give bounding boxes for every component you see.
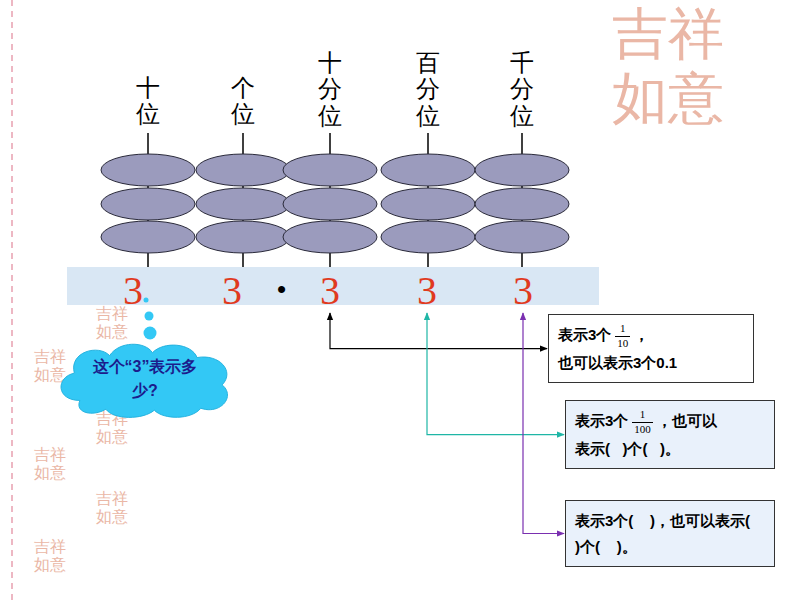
place-name: 十位: [136, 75, 160, 128]
digit-text: 3: [320, 268, 340, 313]
numerator: 1: [615, 322, 630, 336]
place-name: 个位: [231, 75, 255, 128]
text-holder: 3: [503, 271, 543, 311]
rods: [148, 133, 522, 267]
denominator: 10: [615, 337, 630, 350]
watermark: 吉祥如意: [34, 446, 70, 481]
abacus-bead: [475, 188, 569, 220]
place-digit: 3: [503, 271, 543, 311]
question-cloud: 这个“3”表示多少?: [52, 340, 238, 418]
bubble-dot: [144, 298, 149, 303]
place-digit: 3: [310, 271, 350, 311]
explanation-box: 表示3个 110 ， 也可以表示3个0.1: [548, 314, 754, 383]
bubble-dot: [145, 312, 154, 321]
place-digit: 3: [113, 271, 153, 311]
node-text: 表示( )个( )。: [575, 440, 680, 457]
beads: [101, 154, 569, 253]
question-box: 表示3个1100，也可以表示( )个( )。: [565, 400, 775, 469]
digit-text: 3: [417, 268, 437, 313]
abacus-bead: [196, 188, 290, 220]
node-text: 表示3个: [575, 412, 628, 429]
question-box: 表示3个( )，也可以表示( )个( )。: [565, 500, 775, 567]
place-name: 十分位: [318, 50, 342, 129]
place-name: 百分位: [416, 50, 440, 129]
text-holder: 3: [113, 271, 153, 311]
arrow-connector: [330, 313, 547, 349]
fraction: 1100: [632, 408, 653, 435]
digit-text: 3: [123, 268, 143, 313]
abacus-bead: [381, 188, 475, 220]
text-holder: 3: [212, 271, 252, 311]
thought-bubble-dots: [144, 298, 157, 340]
text-holder: 表示3个1100，也可以表示( )个( )。: [575, 408, 765, 461]
node-text: ，也可以: [657, 412, 717, 429]
node-text: 这个“3”表示多少?: [93, 358, 198, 399]
abacus-bead: [101, 221, 195, 253]
abacus-bead: [475, 154, 569, 186]
abacus-bead: [196, 154, 290, 186]
text-holder: 表示3个 110 ， 也可以表示3个0.1: [558, 322, 744, 375]
fraction: 110: [615, 322, 630, 349]
node-text: ，: [634, 326, 649, 343]
bubble-dot: [144, 327, 157, 340]
node-text: 表示3个( )，也可以表示( )个( )。: [575, 512, 767, 555]
digit-text: 3: [513, 268, 533, 313]
watermark: 吉祥如意: [96, 490, 132, 525]
cloud-outline: [61, 344, 227, 417]
text-holder: 表示3个( )，也可以表示( )个( )。: [575, 508, 765, 559]
place-digit: 3: [212, 271, 252, 311]
numerator: 1: [632, 408, 653, 422]
abacus-bead: [196, 221, 290, 253]
place-digit: 3: [407, 271, 447, 311]
abacus-bead: [101, 154, 195, 186]
abacus-bead: [101, 188, 195, 220]
text-holder: 3: [407, 271, 447, 311]
digit-text: 3: [222, 268, 242, 313]
text-holder: 3: [310, 271, 350, 311]
abacus-bead: [381, 221, 475, 253]
cloud-shape: [52, 340, 238, 418]
abacus-bead: [381, 154, 475, 186]
watermark: 吉祥如意: [612, 2, 742, 131]
abacus-bead: [283, 221, 377, 253]
text-holder: 这个“3”表示多少?: [82, 355, 208, 403]
abacus-bead: [283, 188, 377, 220]
node-text: 也可以表示3个0.1: [558, 354, 677, 371]
abacus-bead: [283, 154, 377, 186]
abacus-bead: [475, 221, 569, 253]
place-name: 千分位: [510, 50, 534, 129]
denominator: 100: [632, 423, 653, 436]
dashed-margin-line: [11, 0, 13, 600]
arrow-connector: [427, 313, 564, 435]
node-text: 表示3个: [558, 326, 611, 343]
decimal-point: •: [277, 276, 286, 302]
watermark: 吉祥如意: [34, 538, 70, 573]
